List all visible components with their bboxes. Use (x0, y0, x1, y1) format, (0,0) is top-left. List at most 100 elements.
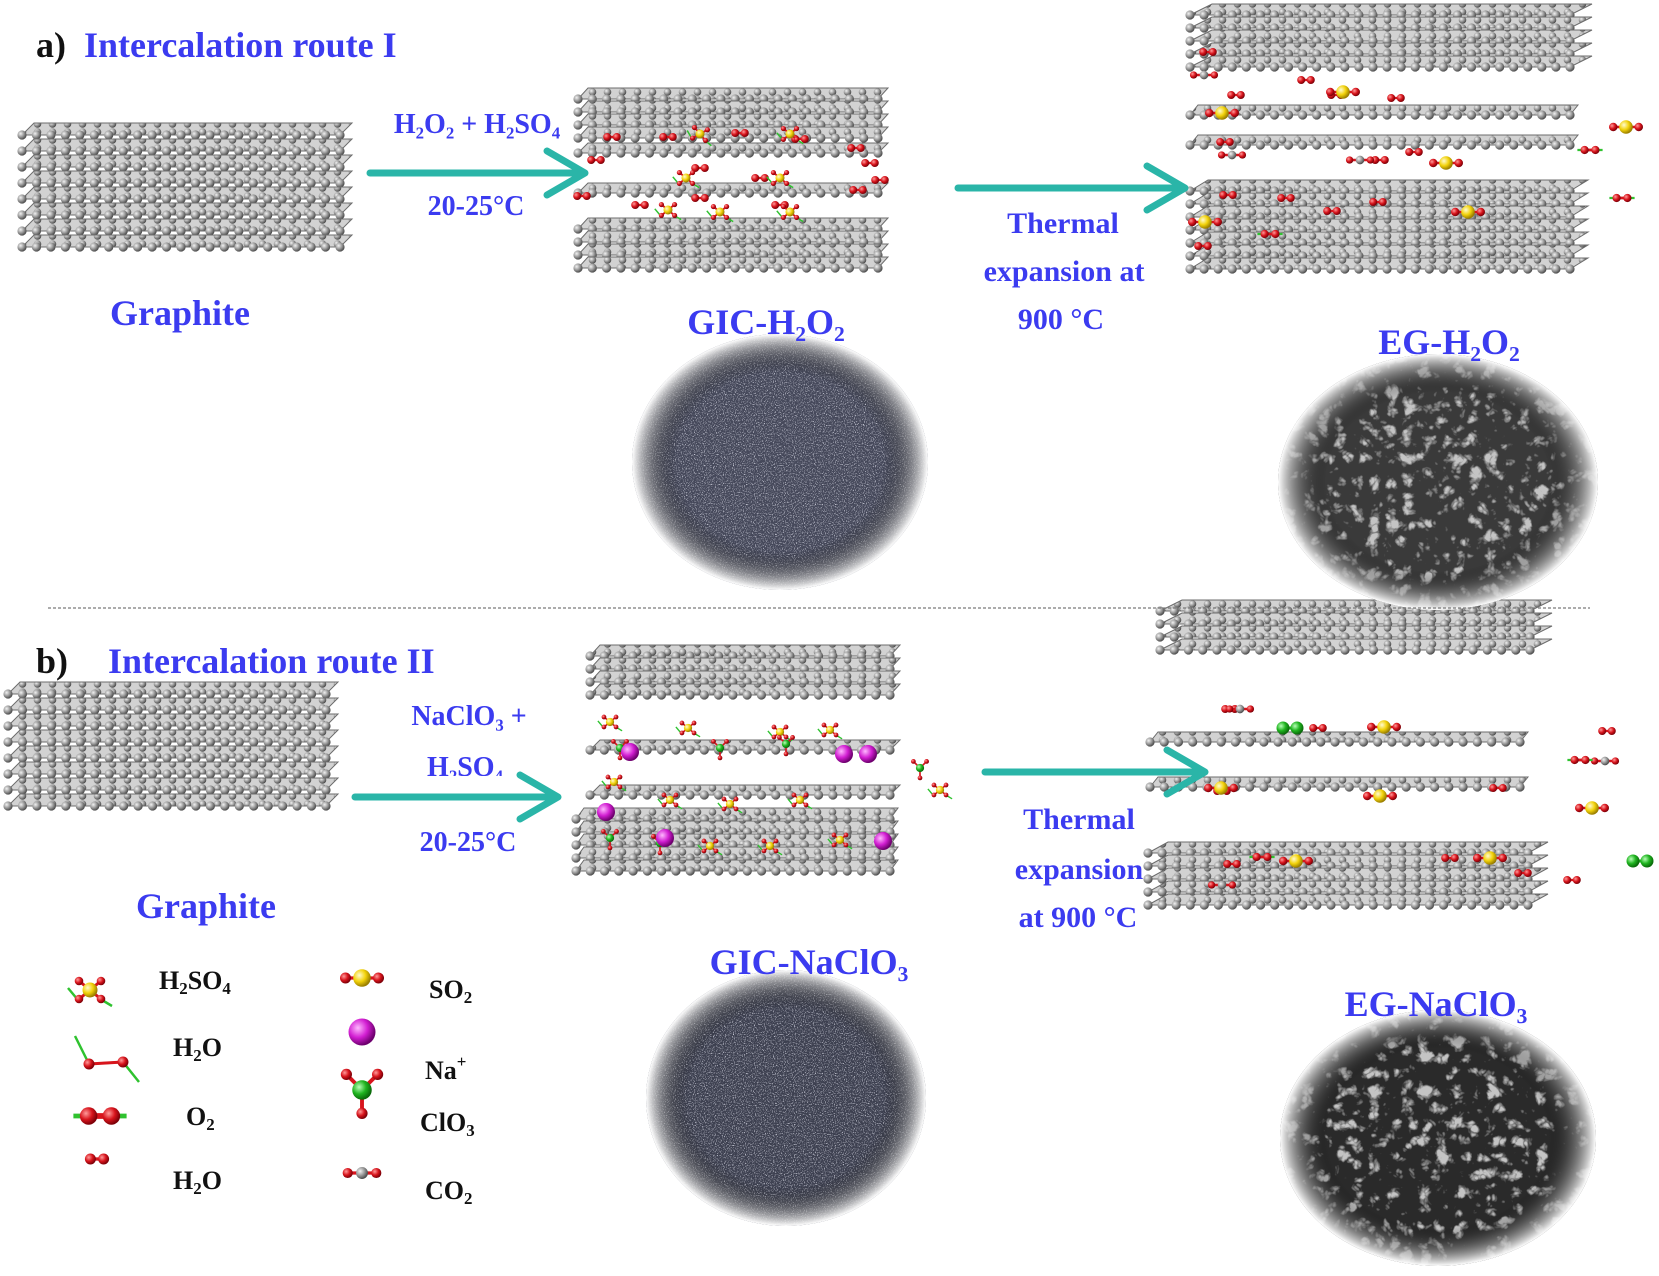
graphene-sheet (571, 846, 899, 863)
eg-stack-b-mid (1145, 731, 1530, 792)
panel-a-title: Intercalation route I (84, 25, 397, 65)
h2o-molecule-icon (586, 154, 606, 166)
panel-a-thermal-line2: expansion at (983, 255, 1145, 288)
cl2-molecule-icon (1625, 853, 1655, 869)
legend-clo3: ClO3 (420, 1108, 475, 1141)
graphene-sheet (3, 761, 340, 779)
eg-stack-a-top (1185, 3, 1593, 72)
co2-molecule-icon (1206, 879, 1238, 891)
panel-a-graphite-label: Graphite (110, 293, 250, 333)
panel-a-reagent: H₂O₂ + H₂SO₄ (393, 109, 561, 140)
h2so4-molecule-icon (817, 721, 843, 740)
graphene-sheet (3, 777, 340, 795)
graphene-sheet (1145, 776, 1530, 792)
h2o-molecule-icon (1225, 89, 1247, 101)
legend-clo3-icon (338, 1066, 386, 1121)
graphene-sheet (585, 683, 902, 700)
eg-stack-a-bot (1185, 179, 1590, 274)
h2so4-molecule-icon (927, 781, 953, 800)
legend-h2so4-icon (66, 975, 114, 1008)
h2o-molecule-icon (690, 192, 710, 204)
legend-so2: SO2 (429, 975, 473, 1008)
co2-molecule-icon (1216, 149, 1248, 161)
graphene-sheet (1185, 244, 1590, 261)
panel-b-graphite-label: Graphite (136, 886, 276, 926)
h2o-molecule-icon (1385, 92, 1407, 104)
graphene-sheet (1185, 104, 1580, 120)
graphene-sheet (1145, 731, 1530, 747)
graphene-sheet (1143, 893, 1549, 910)
graphene-sheet (3, 697, 340, 715)
panel-a-thermal-line3: 900 °C (1017, 303, 1105, 336)
eg-a-worm-photo-icon (1278, 354, 1598, 610)
panel-a-temperature: 20-25°C (427, 191, 525, 222)
graphene-sheet (17, 170, 354, 188)
o2w-molecule-icon (1608, 192, 1636, 204)
na-molecule-icon (621, 743, 639, 761)
reaction-arrow-icon (351, 771, 562, 823)
o2w-molecule-icon (1576, 144, 1604, 156)
graphene-sheet (17, 202, 354, 220)
graphene-sheet (573, 182, 890, 198)
h2o-molecule-icon (1307, 722, 1329, 734)
so2-molecule-icon (1427, 154, 1465, 172)
graphene-sheet (573, 256, 890, 273)
graphite-stack-a (17, 122, 354, 252)
graphene-sheet (1185, 55, 1593, 72)
so2-molecule-icon (1607, 118, 1645, 136)
legend-so2-icon (338, 967, 386, 989)
h2so4-molecule-icon (675, 719, 701, 738)
graphene-sheet (1185, 257, 1590, 274)
eg-stack-a-mid (1185, 104, 1580, 150)
h2so4-molecule-icon (597, 713, 623, 732)
clo3-molecule-icon (910, 758, 930, 782)
legend-na-icon (348, 1018, 376, 1046)
gic-a-powder-photo-icon (632, 334, 928, 590)
panel-b-thermal-line1: Thermal (1023, 803, 1135, 836)
na-molecule-icon (835, 745, 853, 763)
graphene-sheet (573, 217, 890, 234)
panel-b-label: b) (36, 641, 69, 681)
legend-co2-icon (340, 1165, 384, 1181)
panel-b-thermal-line3: at 900 °C (1018, 901, 1138, 934)
co2-molecule-icon (1344, 154, 1376, 166)
legend-o2-icon (73, 1107, 126, 1124)
gic-stack-a-top (573, 87, 890, 143)
gic-stack-b-bot (571, 807, 899, 876)
graphene-sheet (3, 713, 340, 731)
legend-co2: CO2 (425, 1176, 473, 1209)
eg-stack-b-bot (1143, 841, 1549, 910)
h2o-molecule-icon (1561, 874, 1583, 886)
na-molecule-icon (656, 829, 674, 847)
legend-h2o-b: H2O (173, 1166, 222, 1199)
gic-stack-a-mid (573, 142, 890, 198)
reaction-arrow-icon (366, 147, 589, 199)
graphene-sheet (1185, 134, 1580, 150)
graphene-sheet (3, 793, 340, 811)
legend-o2: O2 (186, 1102, 215, 1135)
graphene-sheet (571, 859, 899, 876)
h2o-molecule-icon (860, 157, 880, 169)
panel-a-thermal-line1: Thermal (1007, 207, 1119, 240)
co2-molecule-icon (1188, 69, 1220, 81)
graphene-sheet (17, 122, 354, 140)
graphene-sheet (17, 138, 354, 156)
panel-b-reagent-line2: H₂SO₄ (427, 754, 503, 776)
panel-b-temperature: 20-25°C (419, 827, 517, 858)
graphene-sheet (17, 218, 354, 236)
o2w-molecule-icon (1566, 754, 1594, 766)
gic-stack-b-top (585, 644, 902, 700)
reaction-arrow-icon (954, 162, 1189, 214)
legend-na: Na+ (425, 1052, 467, 1085)
graphene-sheet (17, 154, 354, 172)
reaction-arrow-icon (981, 746, 1209, 798)
co2-molecule-icon (1589, 755, 1621, 767)
na-molecule-icon (859, 745, 877, 763)
graphite-stack-b (3, 681, 340, 811)
gic-stack-a-bot (573, 217, 890, 273)
h2o-molecule-icon (1295, 74, 1317, 86)
co2-molecule-icon (1224, 703, 1256, 715)
graphene-sheet (1155, 638, 1553, 655)
